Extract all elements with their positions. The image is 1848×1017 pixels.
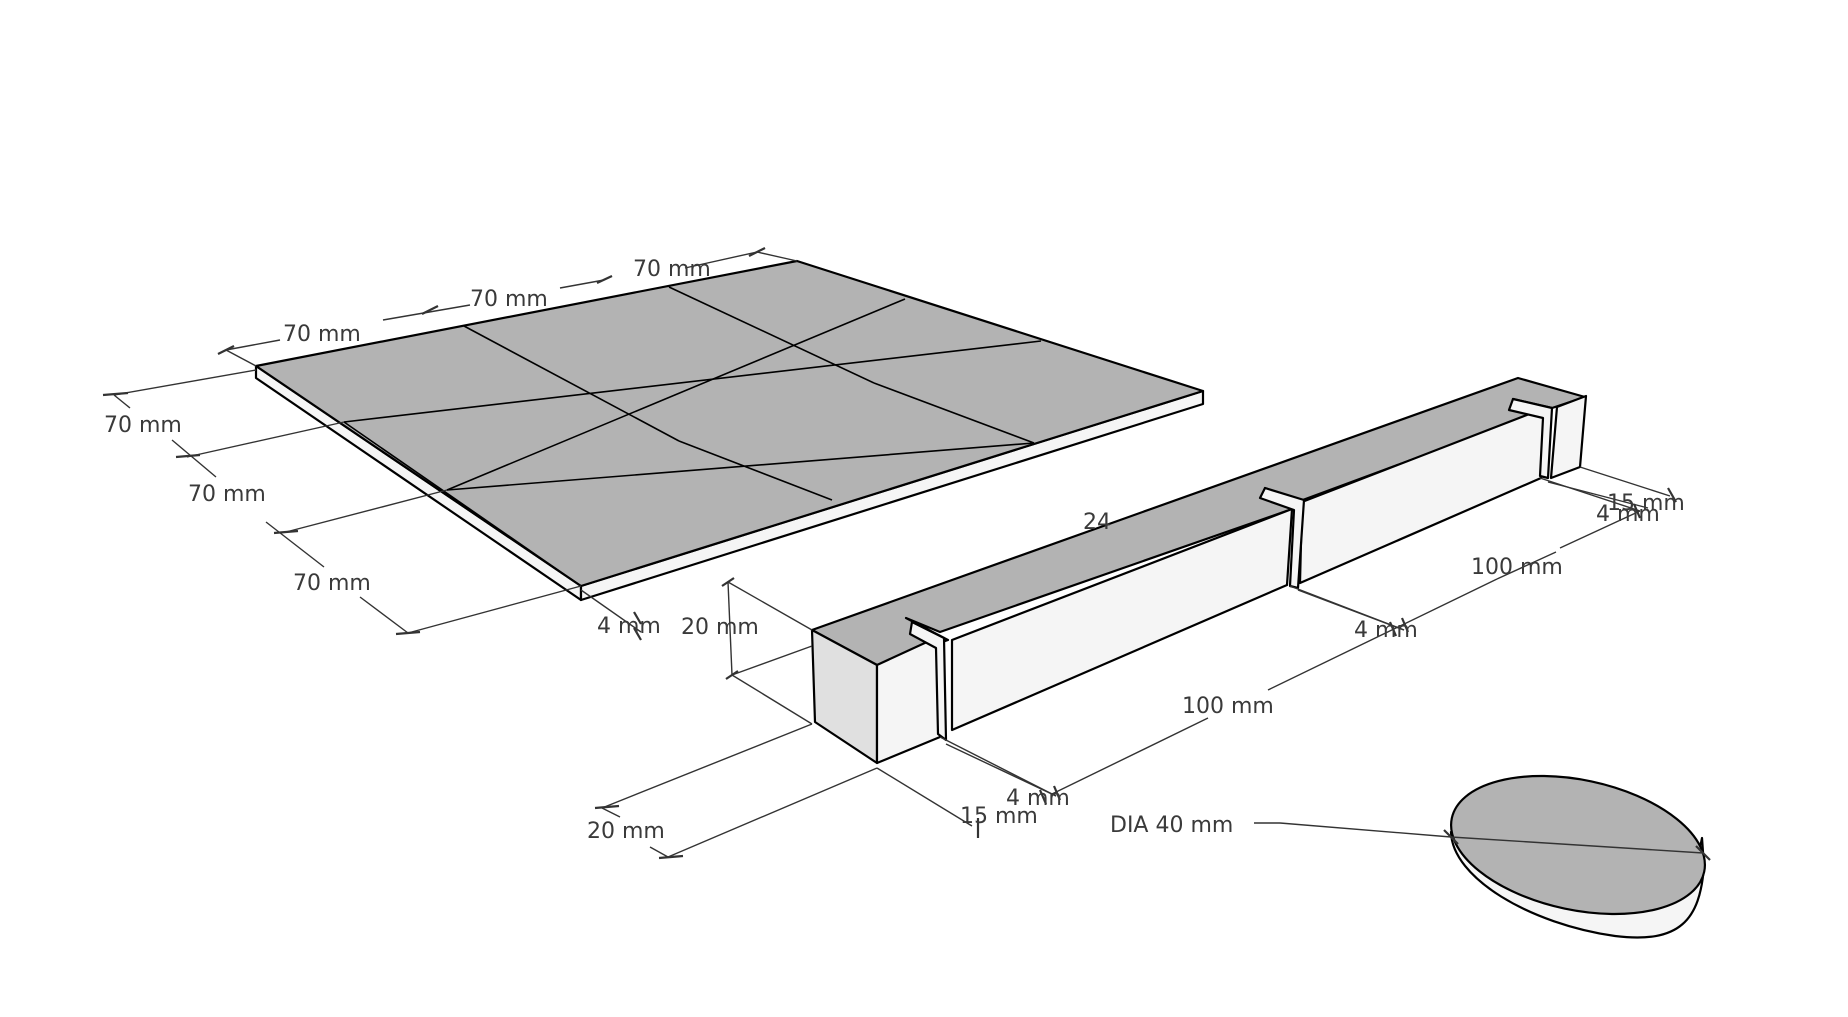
beam-slot-width-front-label: 4 mm (1006, 786, 1070, 811)
board-thickness-label: 4 mm (597, 614, 661, 639)
board-top-dim-3: 70 mm (633, 257, 711, 282)
board-side-dim-2: 70 mm (188, 482, 266, 507)
beam-back-end-face (1549, 394, 1588, 480)
disc-diameter-label: DIA 40 mm (1110, 813, 1233, 838)
beam-back-slot (1507, 397, 1554, 480)
board-grid-line (668, 286, 875, 384)
beam-segment-back-label: 100 mm (1471, 555, 1563, 580)
beam-slot-depth-front-label: 15 mm (960, 804, 1038, 829)
board-top-dim-2: 70 mm (470, 287, 548, 312)
beam-slot-width-mid-label: 4 mm (1354, 618, 1418, 643)
disc-leader-line (1279, 822, 1452, 838)
board-grid-line (463, 325, 680, 442)
board-grid-line (343, 340, 1042, 423)
board-side-dim-1: 70 mm (104, 413, 182, 438)
board-side-dimensions (102, 369, 582, 636)
beam-front-slot (908, 620, 948, 742)
disc (1254, 774, 1711, 939)
board (254, 259, 1205, 602)
beam-slot-depth-back-label: 15 mm (1607, 491, 1685, 516)
board-thickness-dimension (580, 589, 642, 641)
board-top-dim-1: 70 mm (283, 322, 361, 347)
beam-height-label: 20 mm (681, 615, 759, 640)
beam (810, 376, 1588, 765)
beam-hidden-partial-label: 24 (1083, 510, 1111, 535)
dimension-labels: 70 mm 70 mm 70 mm 70 mm 70 mm 70 mm 4 mm… (104, 257, 1685, 844)
beam-segment-front-label: 100 mm (1182, 694, 1274, 719)
board-side-dim-3: 70 mm (293, 571, 371, 596)
board-grid-line (343, 421, 582, 587)
beam-slot-width-back-label: 4 mm (1596, 502, 1660, 527)
beam-width-label: 20 mm (587, 819, 665, 844)
disc-diameter-line (1450, 836, 1704, 854)
board-top-face (254, 259, 1205, 588)
board-grid-line (446, 442, 1035, 491)
board-top-dimensions (217, 247, 798, 367)
board-grid-line (446, 298, 906, 491)
board-grid-line (678, 440, 833, 501)
board-grid-line (873, 382, 1035, 444)
beam-side-face (950, 507, 1294, 732)
beam-dimensions (594, 466, 1677, 860)
